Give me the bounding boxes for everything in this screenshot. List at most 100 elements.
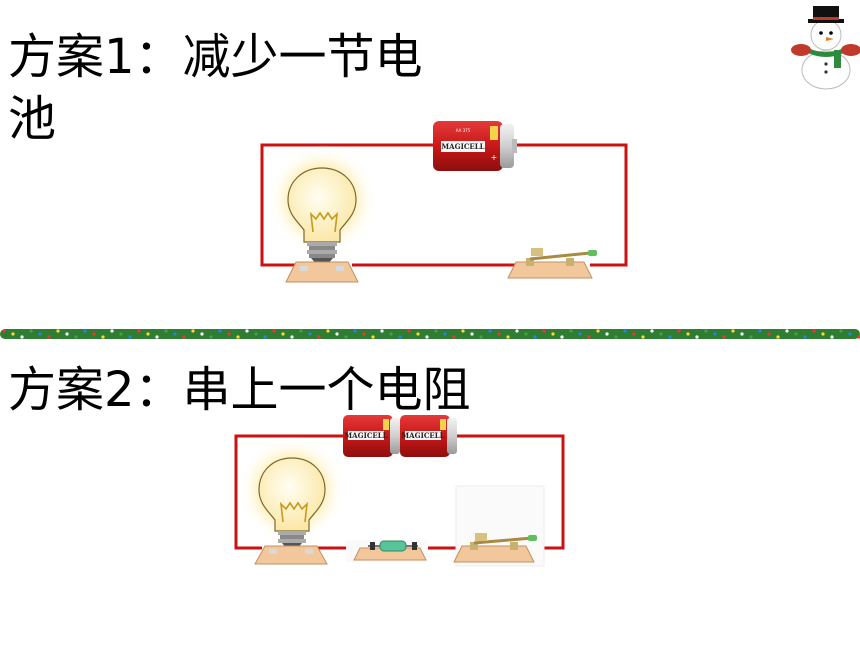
garland-light bbox=[587, 335, 591, 339]
garland-light bbox=[470, 332, 474, 336]
garland-light bbox=[173, 332, 177, 336]
garland-light bbox=[200, 332, 204, 336]
garland-light bbox=[632, 332, 636, 336]
garland-light bbox=[479, 335, 483, 339]
garland-light bbox=[398, 335, 402, 339]
garland-light bbox=[236, 335, 240, 339]
garland-light bbox=[2, 329, 6, 333]
garland-light bbox=[353, 329, 357, 333]
garland-light bbox=[461, 329, 465, 333]
bulb-icon bbox=[267, 145, 377, 283]
garland-light bbox=[650, 329, 654, 333]
garland-light bbox=[308, 332, 312, 336]
garland-light bbox=[821, 332, 825, 336]
snowman-icon bbox=[791, 6, 860, 90]
garland-light bbox=[857, 335, 860, 339]
garland-light bbox=[137, 329, 141, 333]
garland-light bbox=[380, 329, 384, 333]
garland-light bbox=[101, 335, 105, 339]
garland-light bbox=[731, 329, 735, 333]
plan1-title-line2: 池 bbox=[8, 91, 57, 147]
garland-light bbox=[434, 329, 438, 333]
garland-light bbox=[110, 329, 114, 333]
garland-light bbox=[389, 332, 393, 336]
garland-light bbox=[155, 335, 159, 339]
garland-light bbox=[335, 332, 339, 336]
garland-light bbox=[317, 335, 321, 339]
garland-light bbox=[344, 335, 348, 339]
garland-light bbox=[686, 332, 690, 336]
plan1-title-line1: 方案1：减少一节电 bbox=[8, 29, 423, 85]
garland-light bbox=[119, 332, 123, 336]
garland-light bbox=[506, 335, 510, 339]
garland-light bbox=[209, 335, 213, 339]
garland-light bbox=[371, 335, 375, 339]
wire bbox=[512, 143, 628, 267]
garland-light bbox=[254, 332, 258, 336]
garland-light bbox=[785, 329, 789, 333]
garland-light bbox=[839, 329, 843, 333]
garland-light bbox=[677, 329, 681, 333]
battery-icon: MAGICELL AA 375 + bbox=[433, 121, 517, 171]
garland-light bbox=[497, 332, 501, 336]
garland-light bbox=[551, 332, 555, 336]
garland-light bbox=[758, 329, 762, 333]
wire bbox=[457, 434, 565, 550]
garland-light bbox=[704, 329, 708, 333]
garland-light bbox=[623, 329, 627, 333]
garland-divider bbox=[0, 329, 860, 339]
switch-icon bbox=[507, 248, 597, 279]
wire bbox=[260, 143, 433, 267]
garland-light bbox=[767, 332, 771, 336]
garland-light bbox=[281, 332, 285, 336]
garland-light bbox=[443, 332, 447, 336]
garland-light bbox=[713, 332, 717, 336]
garland-light bbox=[641, 335, 645, 339]
garland-light bbox=[128, 335, 132, 339]
garland-light bbox=[605, 332, 609, 336]
garland-light bbox=[614, 335, 618, 339]
svg-text:+: + bbox=[491, 153, 498, 162]
garland-light bbox=[794, 332, 798, 336]
garland-light bbox=[749, 335, 753, 339]
garland-light bbox=[20, 335, 24, 339]
garland-light bbox=[263, 335, 267, 339]
wire bbox=[234, 434, 343, 550]
garland-light bbox=[83, 329, 87, 333]
plan2-title: 方案2：串上一个电阻 bbox=[8, 362, 471, 418]
battery-brand-label: MAGICELL bbox=[344, 431, 387, 440]
garland-light bbox=[146, 332, 150, 336]
garland-light bbox=[272, 329, 276, 333]
garland-light bbox=[596, 329, 600, 333]
garland-light bbox=[245, 329, 249, 333]
battery-icon: MAGICELL bbox=[400, 415, 457, 457]
garland-light bbox=[668, 335, 672, 339]
garland-light bbox=[191, 329, 195, 333]
garland-light bbox=[227, 332, 231, 336]
switch-icon bbox=[453, 533, 537, 563]
garland-light bbox=[542, 329, 546, 333]
garland-light bbox=[362, 332, 366, 336]
garland-light bbox=[488, 329, 492, 333]
garland-light bbox=[299, 329, 303, 333]
garland-light bbox=[38, 332, 42, 336]
battery-brand-label: MAGICELL bbox=[441, 142, 484, 151]
garland-light bbox=[695, 335, 699, 339]
circuit-2: MAGICELL MAGICELL bbox=[234, 415, 565, 567]
garland-light bbox=[533, 335, 537, 339]
battery-icon: MAGICELL bbox=[343, 415, 400, 457]
garland-light bbox=[416, 332, 420, 336]
garland-light bbox=[776, 335, 780, 339]
battery-small-label: AA 375 bbox=[456, 128, 471, 133]
garland-light bbox=[56, 329, 60, 333]
garland-light bbox=[11, 332, 15, 336]
garland-light bbox=[740, 332, 744, 336]
garland-light bbox=[722, 335, 726, 339]
garland-light bbox=[452, 335, 456, 339]
garland-light bbox=[65, 332, 69, 336]
garland-light bbox=[218, 329, 222, 333]
garland-light bbox=[812, 329, 816, 333]
garland-light bbox=[569, 329, 573, 333]
garland-light bbox=[803, 335, 807, 339]
